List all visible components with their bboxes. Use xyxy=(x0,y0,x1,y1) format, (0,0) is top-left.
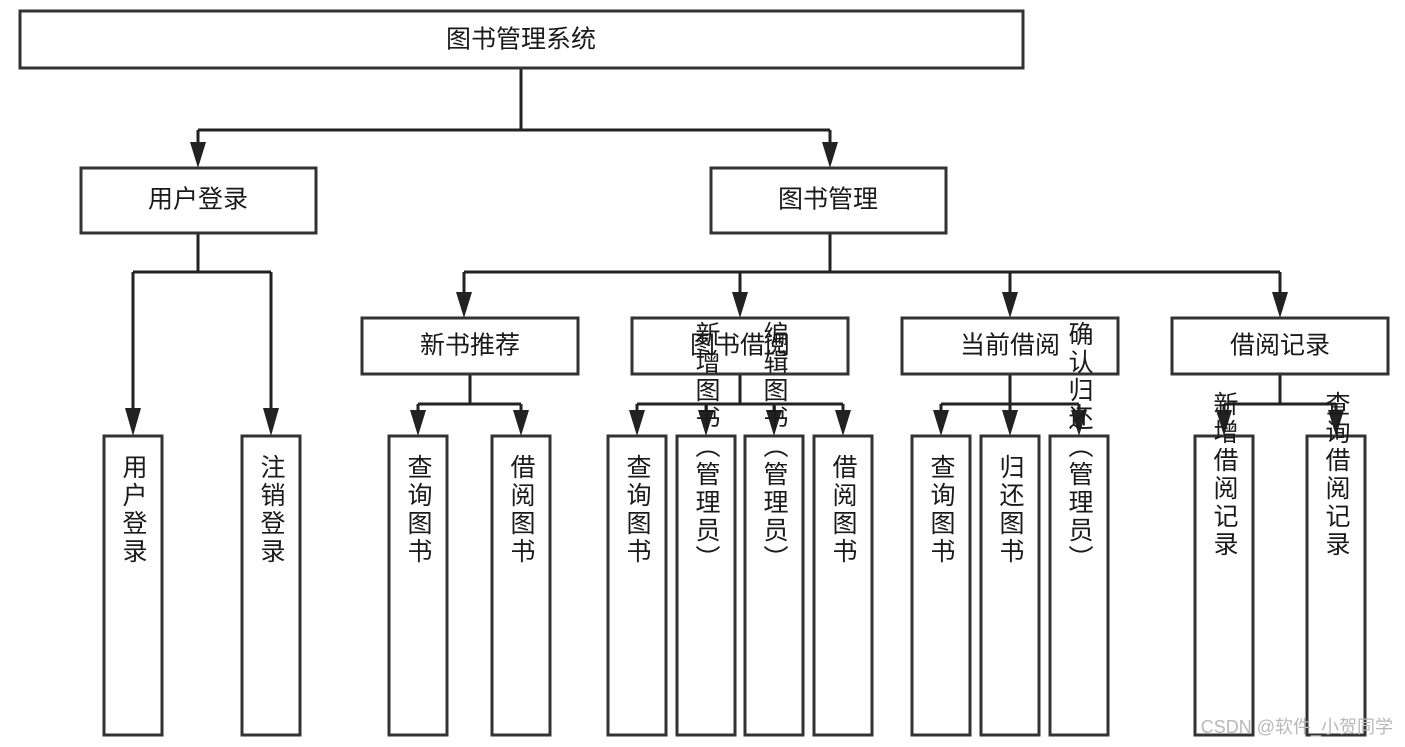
arrow-cb-leaf-2 xyxy=(1002,410,1018,436)
node-leaf-borrow-book-2-label: 借阅图书 xyxy=(829,454,858,566)
node-root[interactable]: 图书管理系统 xyxy=(18,9,1025,70)
node-book-manage-box[interactable] xyxy=(709,166,948,235)
node-leaf-query-record-label: 查询借阅记录 xyxy=(1322,391,1351,559)
node-book-manage-label: 图书管理 xyxy=(778,186,878,214)
arrow-nbr-leaf-1 xyxy=(410,410,426,436)
edge-group-root xyxy=(190,68,838,168)
arrow-bb-leaf-1 xyxy=(629,410,645,436)
node-leaf-return-book[interactable]: 归还图书 xyxy=(979,434,1041,737)
node-leaf-query-record-box[interactable] xyxy=(1305,434,1367,737)
node-leaf-confirm-return-label: 确认归还（管理员） xyxy=(1065,321,1094,573)
arrow-br-leaf-1 xyxy=(1216,410,1232,436)
arrow-bm-to-borrow-record xyxy=(1272,292,1288,318)
node-current-borrow-box[interactable] xyxy=(900,316,1120,376)
node-leaf-query-book-3-box[interactable] xyxy=(910,434,972,737)
arrow-user-login-leaf-1 xyxy=(125,408,141,436)
node-leaf-query-book-1[interactable]: 查询图书 xyxy=(387,434,449,737)
arrow-bb-leaf-2 xyxy=(698,410,714,436)
node-leaf-logout-login[interactable]: 注销登录 xyxy=(240,434,302,737)
node-leaf-user-login-box[interactable] xyxy=(102,434,164,737)
arrow-cb-leaf-1 xyxy=(933,410,949,436)
node-leaf-query-book-1-box[interactable] xyxy=(387,434,449,737)
node-leaf-user-login[interactable]: 用户登录 xyxy=(102,434,164,737)
node-leaf-user-login-label: 用户登录 xyxy=(119,454,148,566)
node-leaf-add-book-box[interactable] xyxy=(675,434,737,737)
arrow-root-to-user-login xyxy=(190,142,206,168)
arrow-bb-leaf-3 xyxy=(766,410,782,436)
node-leaf-return-book-box[interactable] xyxy=(979,434,1041,737)
node-new-book-rec[interactable]: 新书推荐 xyxy=(360,316,580,376)
node-leaf-query-book-1-label: 查询图书 xyxy=(404,454,433,566)
arrow-root-to-book-manage xyxy=(822,142,838,168)
node-leaf-borrow-book-1-box[interactable] xyxy=(490,434,552,737)
node-leaf-edit-book[interactable]: 编辑图书（管理员） xyxy=(743,321,805,737)
node-user-login-box[interactable] xyxy=(79,166,318,235)
node-book-borrow-label: 图书借阅 xyxy=(690,332,790,360)
arrow-bm-to-current-borrow xyxy=(1002,292,1018,318)
edge-group-borrow-record xyxy=(1216,374,1344,436)
node-book-borrow-box[interactable] xyxy=(630,316,850,376)
node-leaf-add-record-label: 新增借阅记录 xyxy=(1210,391,1239,559)
csdn-watermark: CSDN @软件_小贺同学 xyxy=(1200,717,1393,737)
node-leaf-borrow-book-2-box[interactable] xyxy=(812,434,874,737)
node-leaf-query-record[interactable]: 查询借阅记录 xyxy=(1305,391,1367,737)
arrow-cb-leaf-3 xyxy=(1071,410,1087,436)
edge-group-book-borrow xyxy=(629,374,851,436)
node-borrow-record[interactable]: 借阅记录 xyxy=(1170,316,1390,376)
node-leaf-confirm-return[interactable]: 确认归还（管理员） xyxy=(1048,321,1110,737)
node-borrow-record-label: 借阅记录 xyxy=(1230,332,1330,360)
node-leaf-query-book-2-box[interactable] xyxy=(606,434,668,737)
arrow-br-leaf-2 xyxy=(1328,410,1344,436)
node-leaf-add-record-box[interactable] xyxy=(1193,434,1255,737)
node-leaf-edit-book-box[interactable] xyxy=(743,434,805,737)
node-current-borrow[interactable]: 当前借阅 xyxy=(900,316,1120,376)
arrow-bb-leaf-4 xyxy=(835,410,851,436)
arrow-bm-to-new-book-rec xyxy=(456,292,472,318)
node-user-login[interactable]: 用户登录 xyxy=(79,166,318,235)
node-leaf-confirm-return-box[interactable] xyxy=(1048,434,1110,737)
edge-group-book-manage xyxy=(456,233,1288,318)
node-leaf-query-book-3-label: 查询图书 xyxy=(927,454,956,566)
node-book-borrow[interactable]: 图书借阅 xyxy=(630,316,850,376)
arrow-user-login-leaf-2 xyxy=(263,408,279,436)
node-leaf-logout-login-label: 注销登录 xyxy=(257,454,286,566)
node-leaf-query-book-2-label: 查询图书 xyxy=(623,454,652,566)
edge-group-new-book-rec xyxy=(410,374,529,436)
node-leaf-query-book-2[interactable]: 查询图书 xyxy=(606,434,668,737)
edge-group-current-borrow xyxy=(933,374,1087,436)
node-new-book-rec-box[interactable] xyxy=(360,316,580,376)
node-new-book-rec-label: 新书推荐 xyxy=(420,332,520,360)
node-leaf-borrow-book-1-label: 借阅图书 xyxy=(507,454,536,566)
node-book-manage[interactable]: 图书管理 xyxy=(709,166,948,235)
node-leaf-edit-book-label: 编辑图书（管理员） xyxy=(760,321,789,573)
node-leaf-borrow-book-2[interactable]: 借阅图书 xyxy=(812,434,874,737)
node-leaf-borrow-book-1[interactable]: 借阅图书 xyxy=(490,434,552,737)
node-leaf-return-book-label: 归还图书 xyxy=(996,454,1025,566)
edge-group-user-login xyxy=(125,233,279,436)
node-leaf-add-book[interactable]: 新增图书（管理员） xyxy=(675,321,737,737)
arrow-nbr-leaf-2 xyxy=(513,410,529,436)
node-root-box[interactable] xyxy=(18,9,1025,70)
node-leaf-query-book-3[interactable]: 查询图书 xyxy=(910,434,972,737)
node-current-borrow-label: 当前借阅 xyxy=(960,332,1060,360)
node-leaf-logout-login-box[interactable] xyxy=(240,434,302,737)
node-leaf-add-book-label: 新增图书（管理员） xyxy=(692,321,721,573)
node-leaf-add-record[interactable]: 新增借阅记录 xyxy=(1193,391,1255,737)
node-root-label: 图书管理系统 xyxy=(446,26,596,54)
node-user-login-label: 用户登录 xyxy=(148,186,248,214)
node-borrow-record-box[interactable] xyxy=(1170,316,1390,376)
arrow-bm-to-book-borrow xyxy=(732,292,748,318)
